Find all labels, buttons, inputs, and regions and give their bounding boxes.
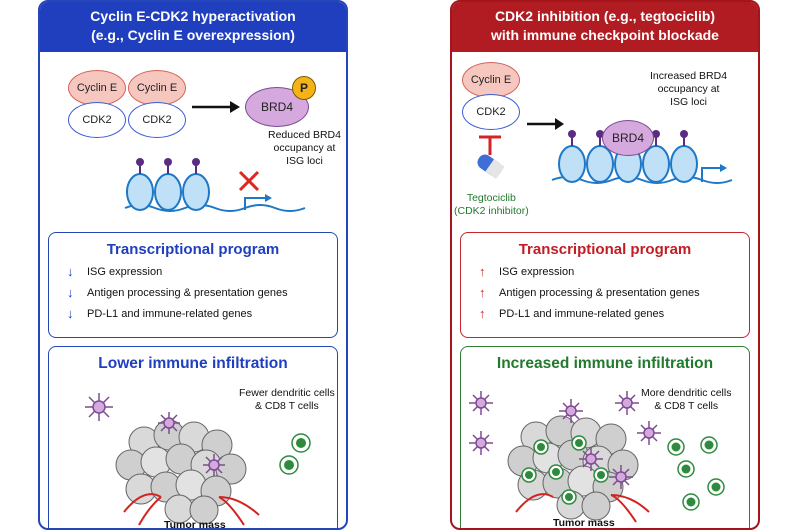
dendritic-cells: [469, 391, 661, 489]
brd4: BRD4: [602, 120, 654, 156]
note-line: ISG loci: [670, 96, 707, 108]
program-row: ↓ PD-L1 and immune-related genes: [67, 306, 337, 321]
dendritic-cell: [203, 454, 225, 476]
capsule-icon: [477, 154, 505, 180]
left-header: Cyclin E-CDK2 hyperactivation (e.g., Cyc…: [40, 2, 346, 52]
histone-mark: [136, 158, 144, 166]
note-line: & CD8 T cells: [654, 400, 719, 412]
right-occupancy-note: Increased BRD4 occupancy at ISG loci: [650, 70, 727, 109]
phospho-p-icon: P: [292, 76, 316, 100]
right-infiltration-title: Increased immune infiltration: [496, 355, 714, 372]
program-row: ↑ PD-L1 and immune-related genes: [479, 306, 749, 321]
cd8-t-cells: [279, 433, 311, 475]
note-line: Reduced BRD4: [268, 129, 341, 141]
right-infiltration-box: Increased immune infiltration: [460, 346, 750, 529]
left-mechanism: Cyclin E CDK2 Cyclin E CDK2 BRD4 P Reduc…: [40, 52, 346, 224]
right-header-line2: with immune checkpoint blockade: [491, 27, 719, 43]
right-header-line1: CDK2 inhibition (e.g., tegtociclib): [494, 8, 716, 24]
note-line: ISG loci: [286, 155, 323, 167]
cd8-t-cells: [521, 435, 725, 511]
nucleosome: [126, 173, 154, 211]
down-arrow-icon: ↓: [67, 264, 74, 279]
right-header: CDK2 inhibition (e.g., tegtociclib) with…: [452, 2, 758, 52]
right-program-box: Transcriptional program ↑ISG expression …: [460, 232, 750, 338]
left-program-box: Transcriptional program ↓ISG expression …: [48, 232, 338, 338]
drug-name: Tegtociclib: [466, 192, 516, 204]
left-tumor-graphic: [85, 393, 311, 526]
right-panel: CDK2 inhibition (e.g., tegtociclib) with…: [450, 0, 760, 530]
left-mechanism-graphics: [124, 101, 306, 212]
drug-label: Tegtociclib (CDK2 inhibitor): [454, 192, 529, 218]
nucleosomes: [126, 158, 210, 211]
program-item: Antigen processing & presentation genes: [499, 286, 700, 299]
program-row: ↓ ISG expression: [67, 264, 337, 279]
dendritic-cells: [85, 393, 225, 476]
program-item: PD-L1 and immune-related genes: [499, 307, 665, 320]
down-arrow-icon: ↓: [67, 285, 74, 300]
tss-arrow: [244, 197, 265, 210]
tumor-mass: [115, 419, 247, 525]
program-item: Antigen processing & presentation genes: [87, 286, 288, 299]
blood-vessels: [515, 493, 650, 523]
nucleosome: [182, 173, 210, 211]
blood-vessels: [123, 493, 260, 526]
dna-strand: [124, 204, 306, 212]
left-infiltration-box: Lower immune infiltration: [48, 346, 338, 530]
dendritic-cell: [85, 393, 113, 421]
cdk2-2: CDK2: [128, 102, 186, 138]
left-program-title: Transcriptional program: [106, 241, 280, 258]
program-row: ↑ Antigen processing & presentation genes: [479, 285, 749, 300]
note-line: Increased BRD4: [650, 70, 728, 82]
left-header-line2: (e.g., Cyclin E overexpression): [91, 27, 295, 43]
tss-arrow: [701, 167, 720, 182]
cyclin-e-2: Cyclin E: [128, 70, 186, 106]
program-item: ISG expression: [87, 265, 163, 278]
histone-mark: [164, 158, 172, 166]
right-mechanism: Cyclin E CDK2 BRD4 Increased BRD4 occupa…: [452, 52, 758, 224]
cdk2-1: CDK2: [68, 102, 126, 138]
program-item: ISG expression: [499, 265, 575, 278]
histone-mark: [192, 158, 200, 166]
program-row: ↓ Antigen processing & presentation genes: [67, 285, 337, 300]
nucleosome: [154, 173, 182, 211]
up-arrow-icon: ↑: [479, 285, 486, 300]
left-occupancy-note: Reduced BRD4 occupancy at ISG loci: [268, 129, 341, 168]
up-arrow-icon: ↑: [479, 306, 486, 321]
program-item: PD-L1 and immune-related genes: [87, 307, 253, 320]
cdk2: CDK2: [462, 94, 520, 130]
cyclin-e-1: Cyclin E: [68, 70, 126, 106]
note-line: & CD8 T cells: [254, 400, 319, 412]
activation-arrowhead: [230, 101, 240, 113]
block-x-icon: [238, 170, 260, 192]
up-arrow-icon: ↑: [479, 264, 486, 279]
right-cells-note: More dendritic cells & CD8 T cells: [641, 387, 731, 413]
right-tumor-graphic: [469, 391, 725, 523]
left-cells-note: Fewer dendritic cells & CD8 T cells: [239, 387, 335, 413]
program-row: ↑ ISG expression: [479, 264, 749, 279]
down-arrow-icon: ↓: [67, 306, 74, 321]
left-panel: Cyclin E-CDK2 hyperactivation (e.g., Cyc…: [38, 0, 348, 530]
right-program-title: Transcriptional program: [518, 241, 692, 258]
left-header-line1: Cyclin E-CDK2 hyperactivation: [90, 8, 296, 24]
dendritic-cell: [158, 412, 180, 434]
left-infiltration-title: Lower immune infiltration: [98, 355, 288, 372]
note-line: occupancy at: [273, 142, 336, 154]
note-line: Fewer dendritic cells: [239, 387, 335, 399]
drug-class: (CDK2 inhibitor): [454, 205, 529, 217]
left-tumor-label: Tumor mass: [164, 519, 226, 530]
note-line: More dendritic cells: [641, 387, 732, 399]
cyclin-e: Cyclin E: [462, 62, 520, 98]
right-tumor-label: Tumor mass: [553, 517, 615, 529]
note-line: occupancy at: [657, 83, 720, 95]
